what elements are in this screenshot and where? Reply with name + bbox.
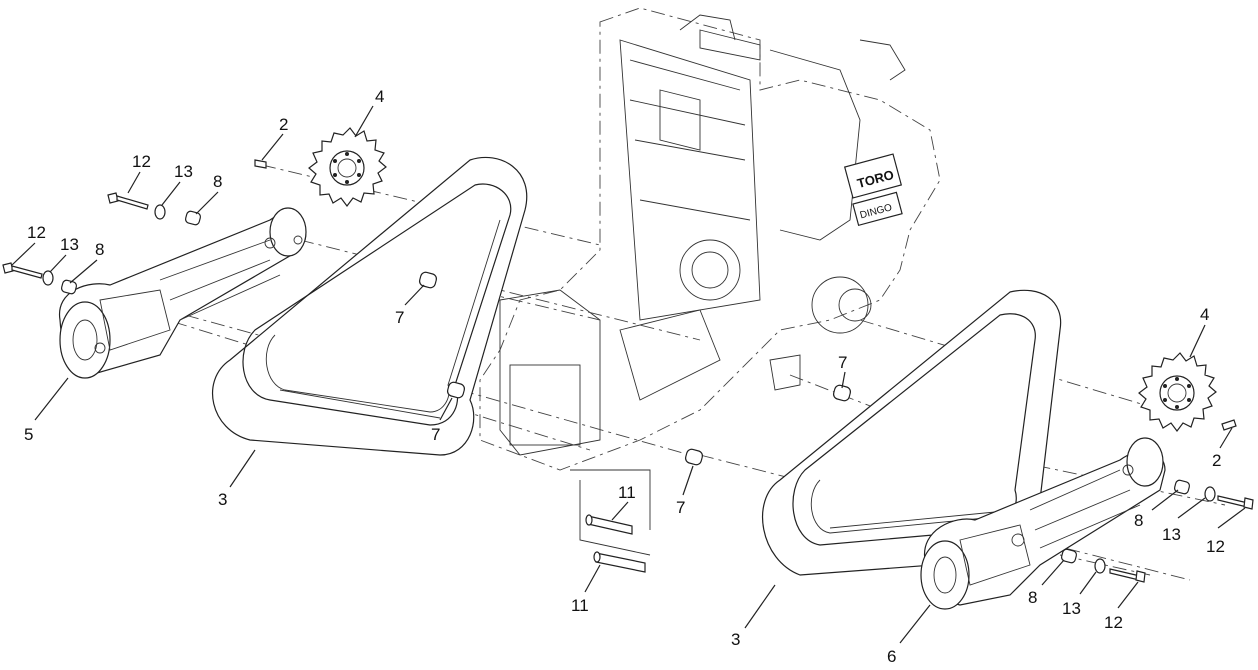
track-frame-right — [920, 437, 1166, 610]
drive-motor-left — [679, 239, 741, 301]
logo-model-plate — [852, 191, 903, 227]
callout-3-left: 3 — [218, 490, 227, 509]
callout-8-lower-right: 8 — [1028, 588, 1037, 607]
rear-wheel-left — [269, 207, 307, 257]
callout-8-upper-right: 8 — [1134, 511, 1143, 530]
callout-labels: 2 4 12 13 8 12 13 8 7 7 5 3 11 11 7 7 4 … — [24, 87, 1225, 666]
drive-motor-right — [811, 276, 869, 334]
callout-5: 5 — [24, 425, 33, 444]
sprocket-left — [308, 127, 387, 207]
callout-13-lower-left: 13 — [60, 235, 79, 254]
callout-7-c: 7 — [676, 498, 685, 517]
callout-13-upper-left: 13 — [174, 162, 193, 181]
idler-wheel-left — [59, 301, 111, 379]
callout-13-lower-right: 13 — [1062, 599, 1081, 618]
track-left — [212, 156, 528, 456]
callout-12-lower-left: 12 — [27, 223, 46, 242]
callout-11-lower: 11 — [571, 596, 589, 615]
track-frame-left — [59, 207, 307, 379]
leader-lines — [11, 105, 1246, 644]
sprocket-right — [1138, 352, 1217, 432]
callout-8-lower-left: 8 — [95, 240, 104, 259]
callout-3-right: 3 — [731, 630, 740, 649]
callout-12-lower-right: 12 — [1104, 613, 1123, 632]
callout-12-upper-right: 12 — [1206, 537, 1225, 556]
rear-wheel-right — [1126, 437, 1164, 487]
callout-2-right: 2 — [1212, 451, 1221, 470]
callout-13-upper-right: 13 — [1162, 525, 1181, 544]
callout-4-right: 4 — [1200, 305, 1209, 324]
callout-8-upper-left: 8 — [213, 172, 222, 191]
machine-frame: TORO DINGO — [479, 7, 941, 556]
screw-right — [1221, 419, 1237, 431]
callout-6: 6 — [887, 647, 896, 666]
idler-wheel-right — [920, 540, 970, 610]
callout-4-left: 4 — [375, 87, 384, 106]
callout-7-b: 7 — [431, 425, 440, 444]
callout-7-d: 7 — [838, 353, 847, 372]
callout-7-a: 7 — [395, 308, 404, 327]
callout-11-upper: 11 — [618, 483, 636, 502]
callout-2-left: 2 — [279, 115, 288, 134]
callout-12-upper-left: 12 — [132, 152, 151, 171]
screw-left — [254, 159, 267, 169]
frame-side-plate — [509, 364, 581, 446]
hardware — [2, 159, 1254, 583]
logo-plate — [843, 153, 903, 199]
